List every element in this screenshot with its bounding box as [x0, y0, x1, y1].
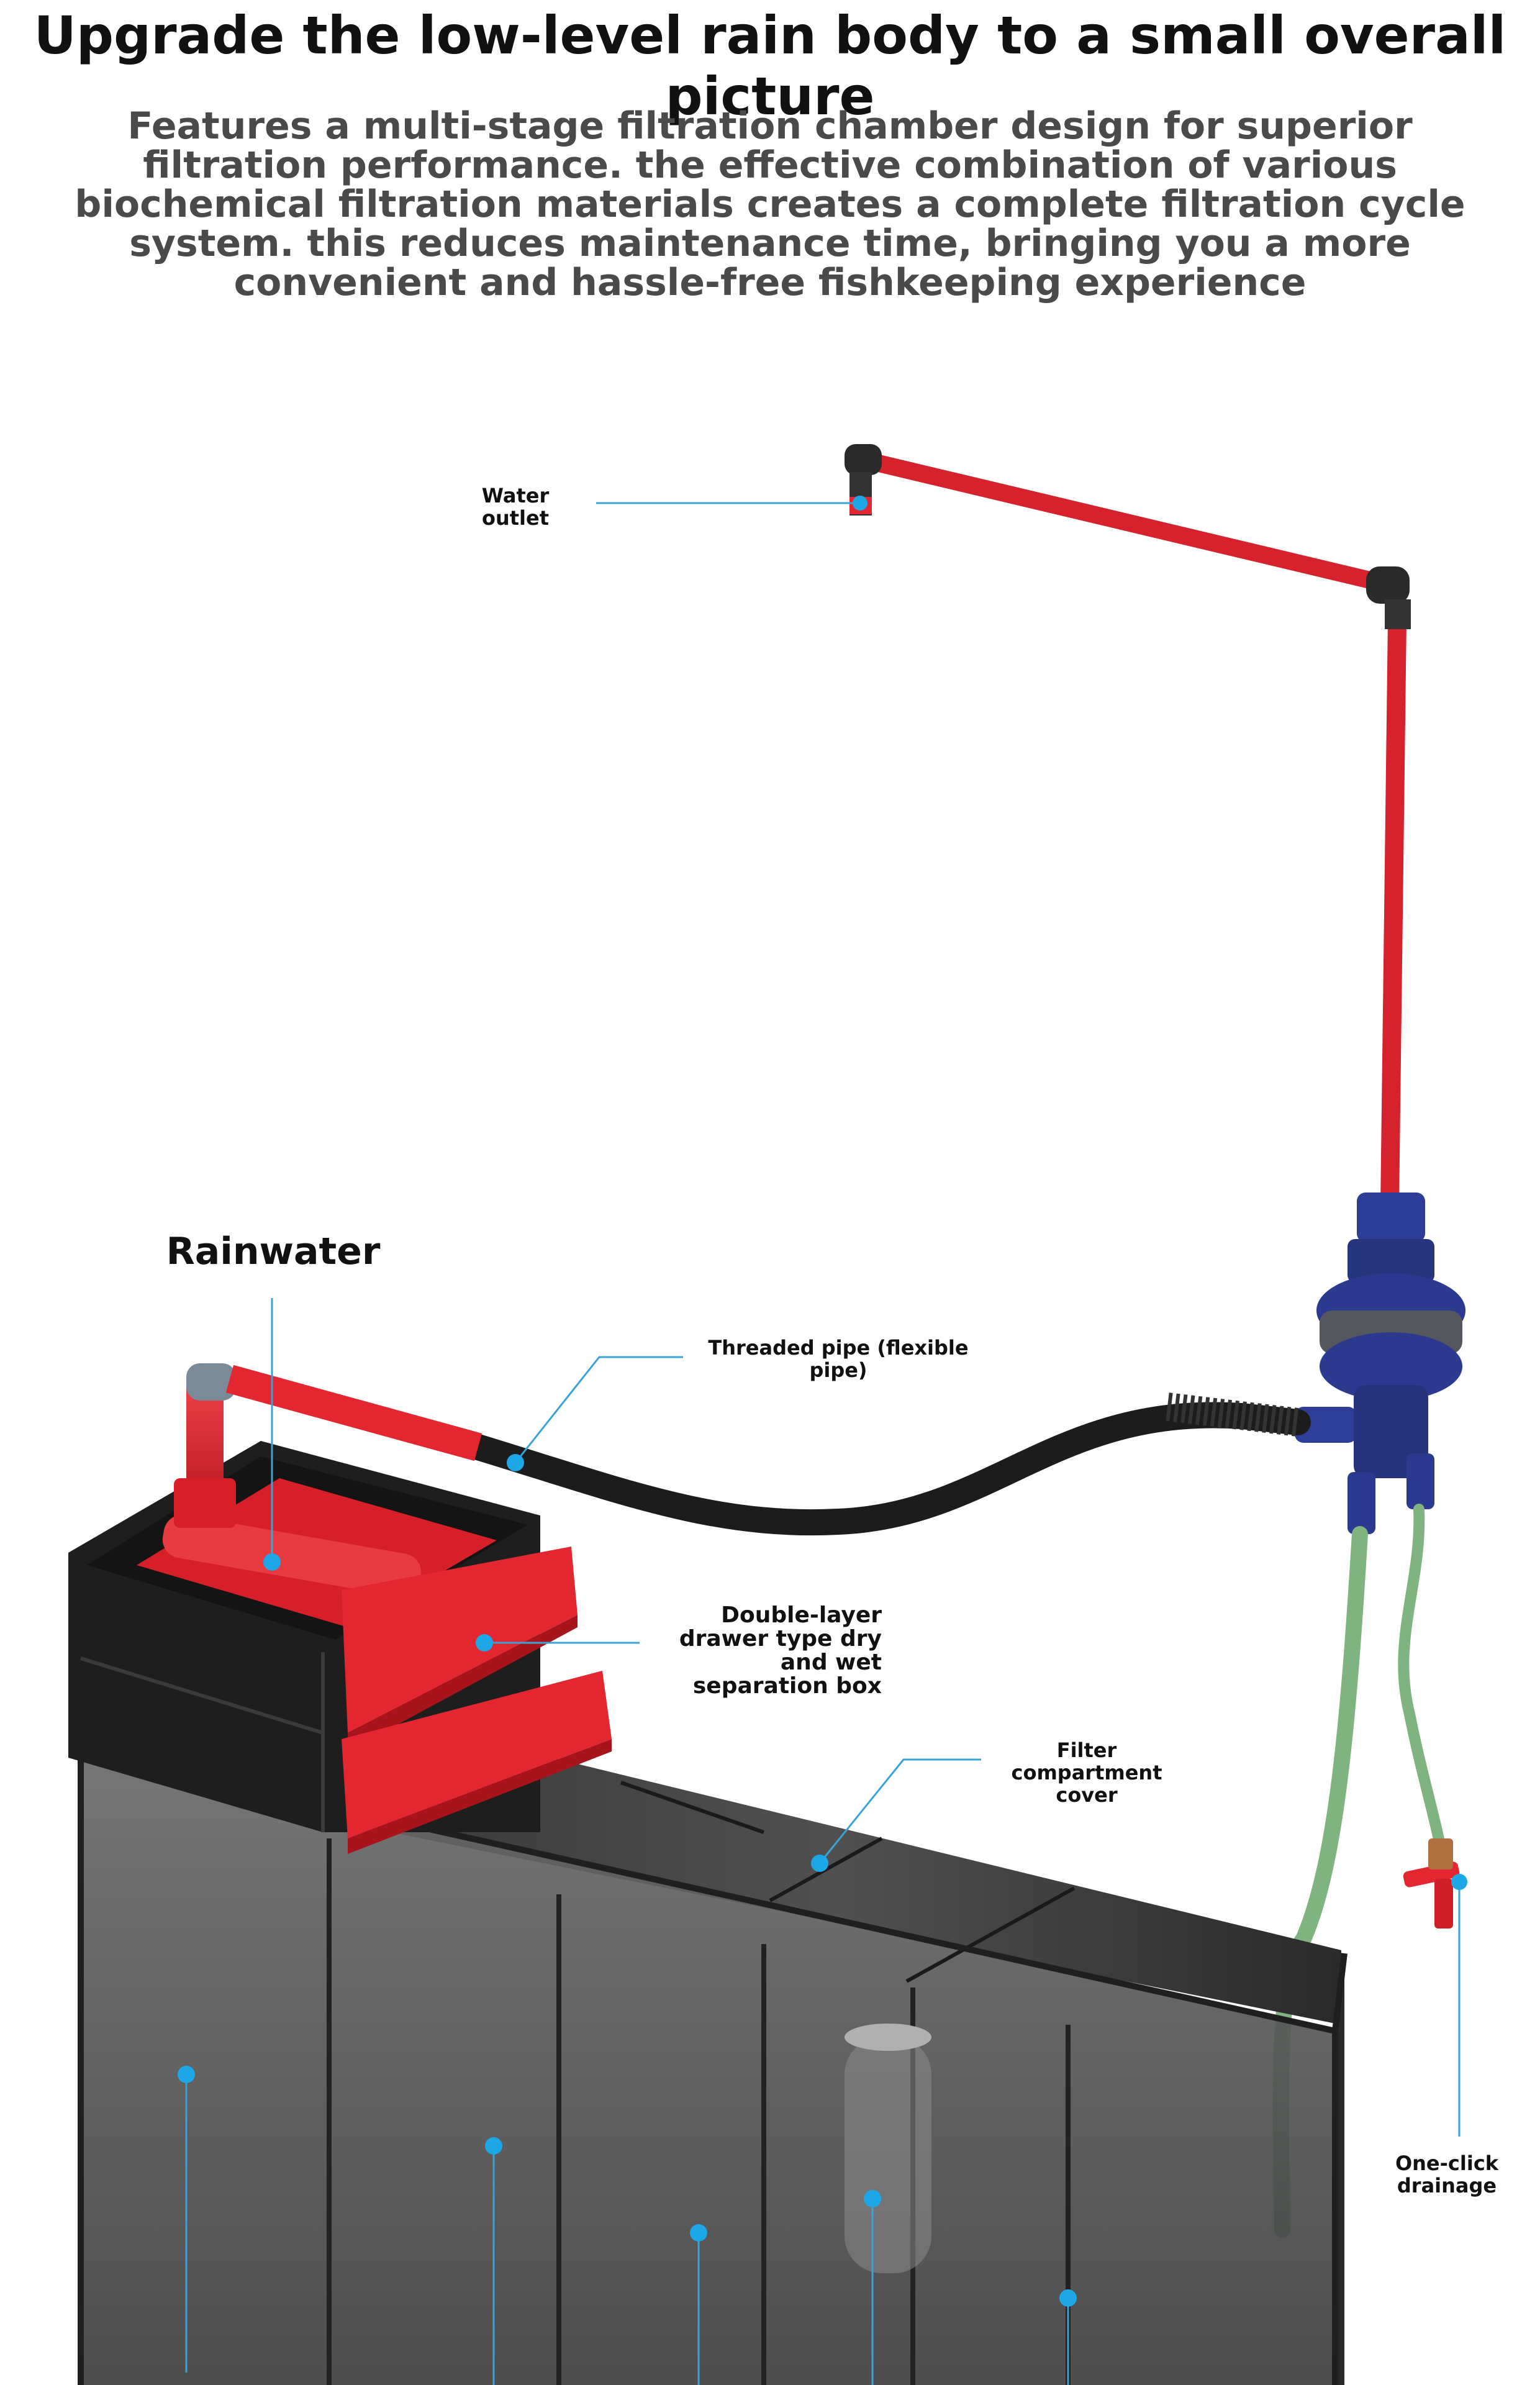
callout-dots [178, 496, 1467, 2307]
green-hose-drain [1398, 1504, 1449, 1869]
flexible-hose [465, 1402, 1311, 1536]
outlet-pipe [845, 444, 1411, 1206]
callout-lines [185, 502, 1461, 2385]
label-filter-cover: Filter compartment cover [1011, 1738, 1162, 1807]
label-rainwater: Rainwater [166, 1230, 381, 1273]
page-title: Upgrade the low-level rain body to a sma… [34, 5, 1506, 127]
pump [1295, 1192, 1465, 1534]
label-water-outlet: Water outlet [481, 484, 550, 530]
label-drawer-box: Double-layer drawer type dry and wet sep… [679, 1602, 882, 1699]
label-one-click-drainage: One-click drainage [1395, 2151, 1499, 2197]
drain-valve [1403, 1838, 1460, 1928]
label-threaded-pipe: Threaded pipe (flexible pipe) [708, 1336, 969, 1382]
drawer-box [68, 1441, 612, 1854]
page-subtitle: Features a multi-stage filtration chambe… [75, 104, 1465, 304]
